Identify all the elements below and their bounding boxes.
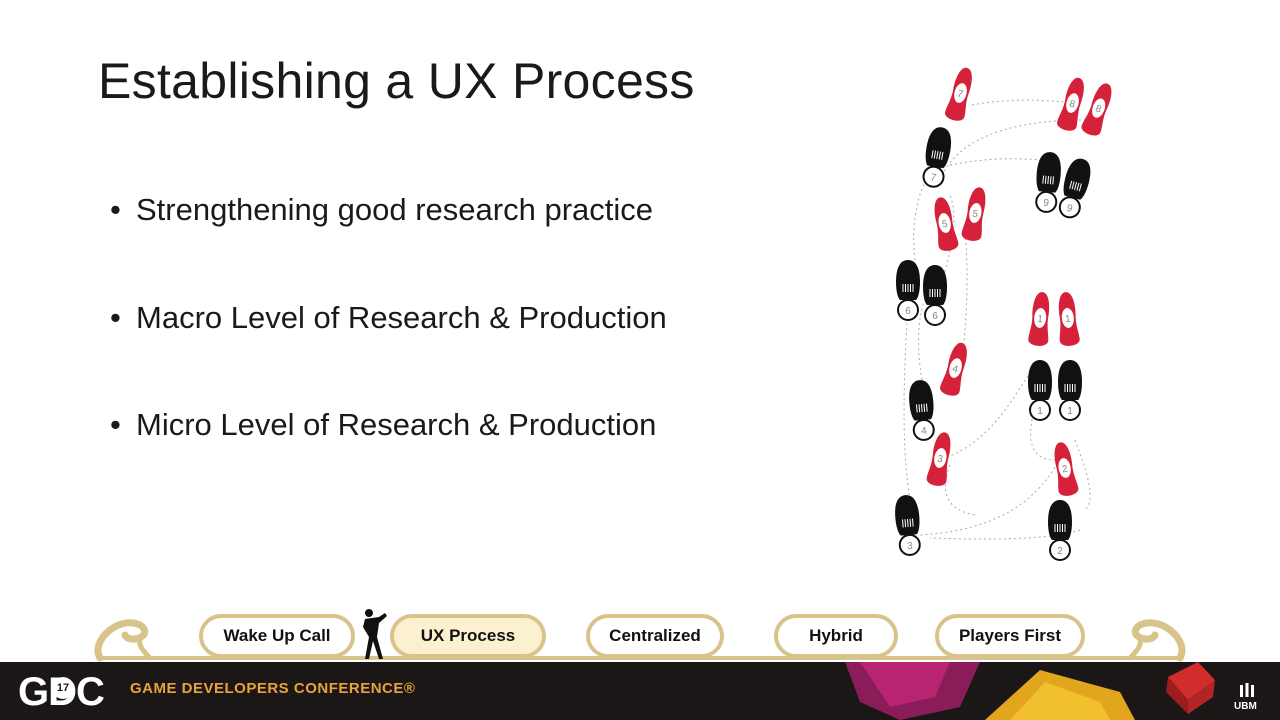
ubm-logo-icon — [1240, 683, 1254, 697]
footprint-number: 9 — [1065, 203, 1074, 215]
yellow-gem-icon — [985, 670, 1135, 720]
heel-footprint-icon: 2 — [1054, 442, 1079, 496]
heel-footprint-icon: 8 — [1081, 83, 1112, 136]
heel-footprint-icon: 3 — [926, 432, 951, 486]
footprint-number: 1 — [1067, 406, 1073, 417]
footprints: 1 1 1 1 2 2 3 3 4 4 5 5 6 6 7 7 8 8 9 9 — [895, 67, 1112, 561]
footer-bar: GDC 17 GAME DEVELOPERS CONFERENCE® UBM — [0, 662, 1280, 720]
shoe-footprint-icon: 1 — [1058, 360, 1082, 421]
footprint-number: 9 — [1043, 198, 1050, 209]
gdc-year-badge: 17 — [52, 677, 74, 699]
footprint-number: 7 — [956, 88, 965, 100]
heel-footprint-icon: 8 — [1057, 77, 1084, 131]
bullet-item: •Strengthening good research practice — [110, 192, 653, 227]
shoe-footprint-icon: 9 — [1035, 152, 1061, 213]
dancer-icon — [363, 609, 387, 659]
conference-name: GAME DEVELOPERS CONFERENCE® — [130, 680, 416, 697]
shoe-footprint-icon: 7 — [922, 127, 952, 188]
footprint-number: 1 — [1037, 314, 1044, 325]
footprint-number: 2 — [1061, 464, 1069, 476]
shoe-footprint-icon: 1 — [1028, 360, 1052, 421]
shoe-footprint-icon: 3 — [895, 495, 921, 556]
ubm-label: UBM — [1234, 701, 1257, 712]
footprint-number: 8 — [1094, 103, 1103, 115]
shoe-footprint-icon: 4 — [909, 380, 935, 441]
tab-wake-up-call[interactable]: Wake Up Call — [199, 614, 355, 658]
heel-footprint-icon: 5 — [934, 197, 959, 251]
heel-footprint-icon: 1 — [1028, 292, 1050, 346]
shoe-footprint-icon: 6 — [923, 265, 947, 326]
footprint-number: 8 — [1068, 98, 1077, 110]
bullet-item: •Micro Level of Research & Production — [110, 407, 657, 442]
tab-hybrid[interactable]: Hybrid — [774, 614, 898, 658]
footprint-number: 4 — [951, 363, 960, 375]
tab-players-first[interactable]: Players First — [935, 614, 1085, 658]
footprint-number: 4 — [921, 426, 928, 437]
shoe-footprint-icon: 6 — [896, 260, 920, 321]
footprint-number: 6 — [932, 311, 938, 322]
tab-centralized[interactable]: Centralized — [586, 614, 724, 658]
footprint-number: 6 — [905, 306, 911, 317]
slide-title: Establishing a UX Process — [98, 53, 695, 109]
nav-ribbon — [94, 619, 1186, 662]
shoe-footprint-icon: 2 — [1048, 500, 1072, 561]
heel-footprint-icon: 1 — [1058, 292, 1080, 346]
heel-footprint-icon: 7 — [945, 67, 972, 121]
heel-footprint-icon: 4 — [940, 342, 967, 396]
red-cube-icon — [1166, 662, 1215, 714]
footprint-number: 5 — [971, 209, 979, 221]
dance-steps-diagram: 1 1 1 1 2 2 3 3 4 4 5 5 6 6 7 7 8 8 9 9 — [895, 67, 1112, 561]
footprint-number: 1 — [1037, 406, 1043, 417]
magenta-gem-icon — [845, 662, 980, 720]
footprint-number: 5 — [941, 219, 949, 231]
shoe-footprint-icon: 9 — [1058, 158, 1091, 219]
footprint-number: 3 — [907, 541, 914, 552]
footprint-number: 7 — [930, 172, 938, 184]
footprint-number: 1 — [1065, 314, 1072, 325]
footprint-number: 3 — [936, 454, 944, 466]
footprint-number: 2 — [1057, 546, 1063, 557]
bullet-item: •Macro Level of Research & Production — [110, 300, 667, 335]
heel-footprint-icon: 5 — [961, 187, 986, 241]
tab-ux-process[interactable]: UX Process — [390, 614, 546, 658]
